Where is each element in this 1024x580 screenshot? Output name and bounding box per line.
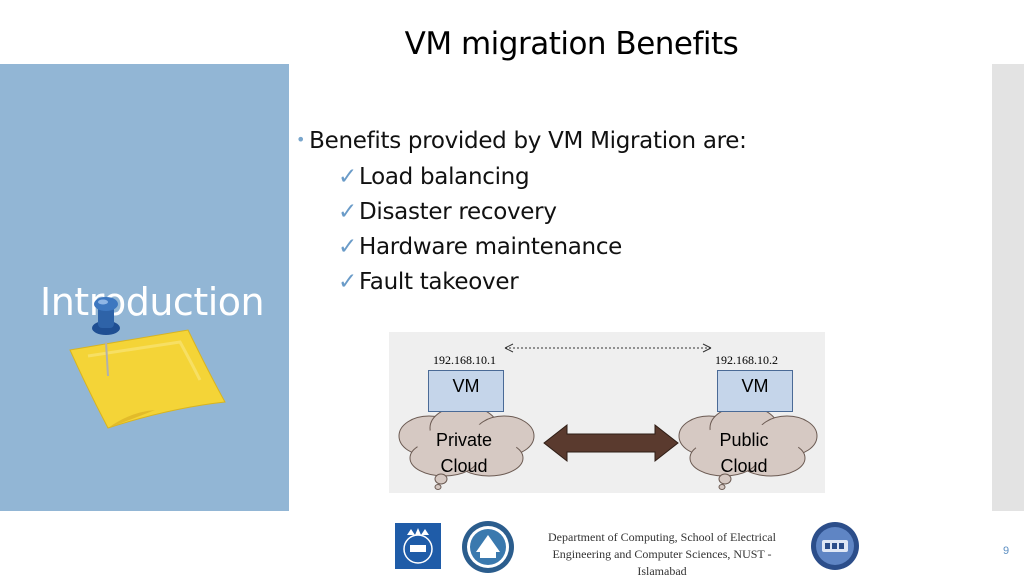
right-vm-box: VM xyxy=(717,370,793,412)
right-ip-label: 192.168.10.2 xyxy=(715,353,778,367)
checkmark-icon: ✓ xyxy=(338,199,357,225)
public-cloud-label: Public Cloud xyxy=(699,427,789,479)
footer-line: Islamabad xyxy=(637,564,687,578)
main-bullet: •Benefits provided by VM Migration are: xyxy=(296,128,747,154)
list-item-label: Load balancing xyxy=(358,164,530,190)
private-cloud-shape xyxy=(398,405,535,490)
footer-department: Department of Computing, School of Elect… xyxy=(532,529,792,580)
migration-diagram: 192.168.10.1 192.168.10.2 VM VM Private … xyxy=(389,332,825,493)
list-item: ✓Hardware maintenance xyxy=(338,234,622,260)
page-number: 9 xyxy=(1003,545,1010,557)
public-cloud-shape xyxy=(678,405,818,490)
checkmark-icon: ✓ xyxy=(338,164,357,190)
footer-line: Engineering and Computer Sciences, NUST … xyxy=(552,547,772,561)
main-bullet-text: Benefits provided by VM Migration are: xyxy=(309,128,747,154)
list-item-label: Disaster recovery xyxy=(358,199,557,225)
ais-logo xyxy=(811,522,859,570)
right-accent-bar xyxy=(992,64,1024,511)
section-label: Introduction xyxy=(40,280,265,324)
checkmark-icon: ✓ xyxy=(338,269,357,295)
private-cloud-line1: Private xyxy=(435,430,493,450)
list-item: ✓Fault takeover xyxy=(338,269,519,295)
nust-logo xyxy=(462,521,514,573)
left-vm-box: VM xyxy=(428,370,504,412)
section-panel: Introduction xyxy=(0,64,289,511)
kth-logo xyxy=(395,523,441,569)
list-item-label: Hardware maintenance xyxy=(358,234,623,260)
private-cloud-label: Private Cloud xyxy=(419,427,509,479)
private-cloud-line2: Cloud xyxy=(440,456,488,476)
list-item: ✓Disaster recovery xyxy=(338,199,557,225)
footer-line: Department of Computing, School of Elect… xyxy=(548,530,776,544)
diagram-shapes xyxy=(398,343,818,490)
bullet-dot-icon: • xyxy=(296,130,306,149)
public-cloud-line2: Cloud xyxy=(720,456,768,476)
list-item-label: Fault takeover xyxy=(358,269,519,295)
public-cloud-line1: Public xyxy=(719,430,769,450)
checkmark-icon: ✓ xyxy=(338,234,357,260)
list-item: ✓Load balancing xyxy=(338,164,530,190)
migration-double-arrow xyxy=(543,423,679,463)
slide-title: VM migration Benefits xyxy=(404,26,739,62)
left-ip-label: 192.168.10.1 xyxy=(433,353,496,367)
sticky-note-pin-icon xyxy=(69,297,226,429)
